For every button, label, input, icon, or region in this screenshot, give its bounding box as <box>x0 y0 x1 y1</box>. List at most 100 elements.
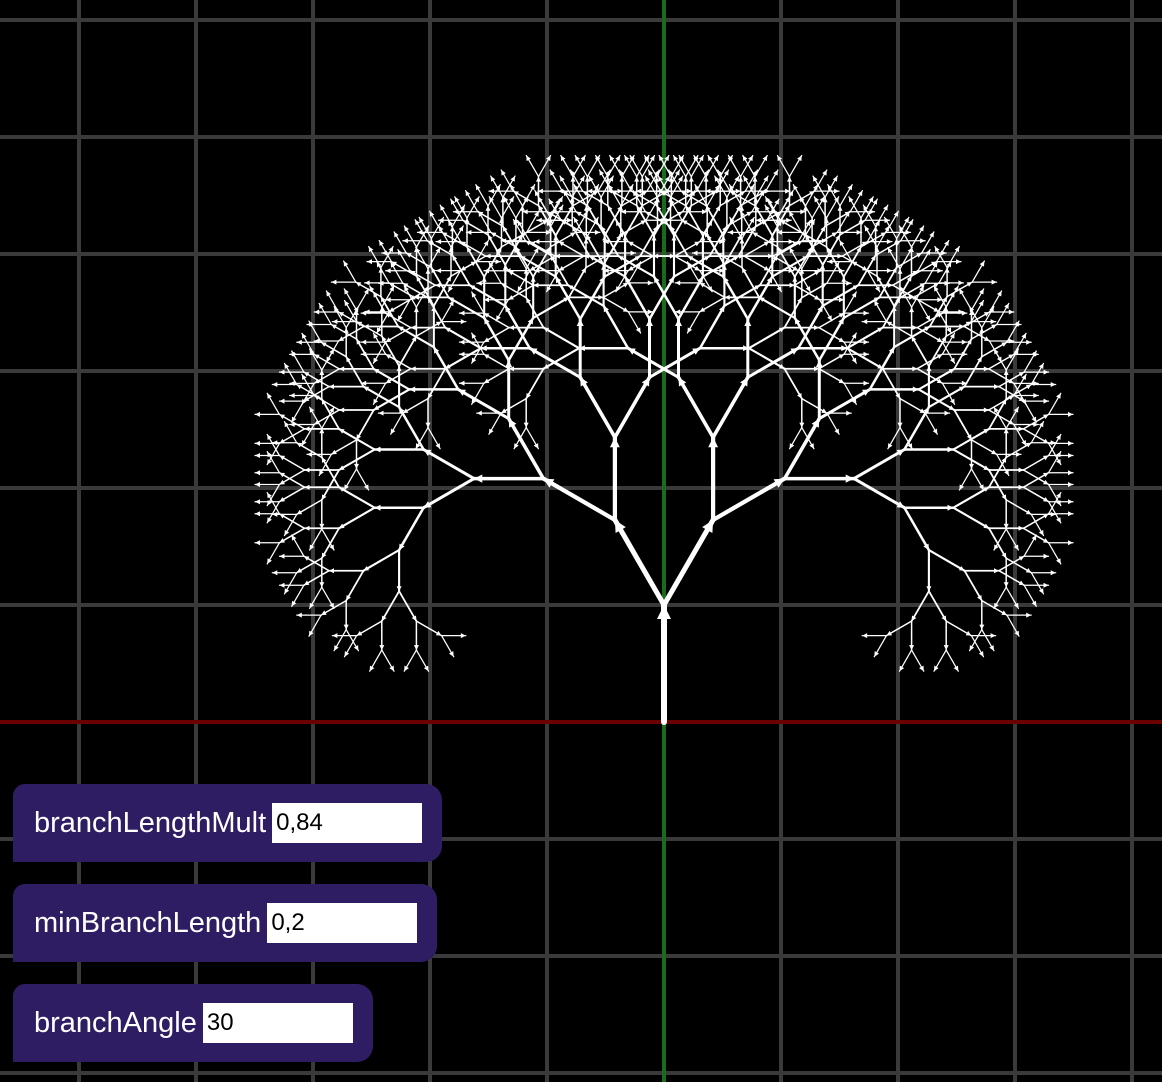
branch-arrowhead <box>373 292 379 298</box>
branch-arrowhead <box>428 297 433 304</box>
branch-arrowhead <box>385 297 391 303</box>
tree-branch <box>525 296 545 329</box>
branch-arrowhead <box>969 645 975 651</box>
branch-arrowhead <box>990 633 996 639</box>
branch-arrowhead <box>558 265 565 271</box>
tree-branch <box>953 409 973 441</box>
branch-arrowhead <box>694 241 700 247</box>
branch-arrowhead <box>977 356 982 363</box>
branch-arrowhead <box>326 290 331 297</box>
branch-arrowhead <box>550 255 556 261</box>
branch-arrowhead <box>466 229 472 235</box>
branch-arrowhead <box>448 297 455 302</box>
branch-arrowhead <box>1001 552 1007 559</box>
branch-arrowhead <box>459 205 465 211</box>
branch-angle-input[interactable] <box>202 1003 353 1043</box>
branch-arrowhead <box>391 261 397 267</box>
branch-arrowhead <box>267 459 272 465</box>
branch-arrowhead <box>912 325 918 331</box>
branch-arrowhead <box>344 484 349 490</box>
branch-arrowhead <box>381 336 387 342</box>
tree-branch <box>345 355 365 388</box>
branch-arrowhead <box>471 398 477 405</box>
branch-arrowhead <box>821 238 827 244</box>
branch-arrowhead <box>1001 399 1007 405</box>
branch-arrowhead <box>459 351 465 357</box>
branch-arrowhead <box>800 209 806 215</box>
tree-branch <box>444 347 482 370</box>
branch-arrowhead <box>576 211 582 217</box>
branch-arrowhead <box>279 369 285 375</box>
branch-arrowhead <box>668 197 673 203</box>
branch-arrowhead <box>334 645 339 651</box>
branch-arrowhead <box>892 267 897 274</box>
branch-arrowhead <box>546 229 551 235</box>
tree-branch <box>661 517 716 608</box>
branch-arrowhead <box>563 190 569 197</box>
branch-arrowhead <box>668 170 674 176</box>
branch-arrowhead <box>551 209 557 215</box>
branch-arrowhead <box>603 305 609 313</box>
branch-arrowhead <box>279 455 285 461</box>
branch-arrowhead <box>675 309 681 315</box>
branch-arrowhead <box>1043 538 1049 543</box>
tree-branch <box>821 284 860 307</box>
branch-arrowhead <box>744 319 752 326</box>
branch-arrowhead <box>797 297 802 304</box>
tree-branch <box>917 367 956 391</box>
branch-arrowhead <box>919 665 924 672</box>
branch-arrowhead <box>822 170 827 176</box>
branch-arrowhead <box>746 211 752 217</box>
tree-branch <box>741 266 761 299</box>
branch-arrowhead <box>792 276 798 282</box>
branch-arrowhead <box>932 262 938 268</box>
branch-arrowhead <box>363 324 369 329</box>
branch-arrowhead <box>851 261 858 267</box>
branch-arrowhead <box>787 176 792 182</box>
branch-arrowhead <box>714 184 720 191</box>
branch-arrowhead <box>523 422 529 428</box>
branch-arrowhead <box>1068 511 1073 517</box>
tree-branch <box>430 266 450 299</box>
branch-arrowhead <box>888 347 895 354</box>
branch-arrowhead <box>304 467 310 473</box>
branch-arrowhead <box>628 348 636 355</box>
branch-arrowhead <box>409 386 416 393</box>
branch-arrowhead <box>339 523 345 529</box>
branch-arrowhead <box>990 319 996 325</box>
branch-arrowhead <box>579 176 585 182</box>
branch-arrowhead <box>608 176 614 182</box>
min-branch-length-panel: minBranchLength <box>13 884 438 962</box>
branch-arrowhead <box>979 261 985 267</box>
branch-arrowhead <box>279 414 285 420</box>
branch-arrowhead <box>919 283 926 288</box>
branch-arrowhead <box>508 295 514 300</box>
branch-arrowhead <box>279 438 285 444</box>
branch-arrowhead <box>702 209 707 215</box>
branch-arrowhead <box>717 176 723 182</box>
min-branch-length-input[interactable] <box>267 903 418 943</box>
branch-arrowhead <box>570 232 576 238</box>
branch-arrowhead <box>953 286 959 292</box>
branch-arrowhead <box>941 615 947 622</box>
branch-arrowhead <box>846 280 852 286</box>
branch-arrowhead <box>513 191 519 196</box>
branch-arrowhead <box>1001 494 1007 500</box>
branch-arrowhead <box>827 184 833 191</box>
branch-arrowhead <box>452 255 458 261</box>
branch-arrowhead <box>958 280 964 286</box>
tree-branch <box>963 355 983 388</box>
branch-arrowhead <box>1008 309 1014 315</box>
branch-length-mult-input[interactable] <box>272 803 423 843</box>
branch-arrowhead <box>354 310 359 315</box>
branch-arrowhead <box>989 645 994 651</box>
tree-branch <box>706 233 726 266</box>
branch-arrowhead <box>343 261 349 267</box>
tree-branch <box>588 255 627 278</box>
branch-arrowhead <box>857 190 863 197</box>
branch-arrowhead <box>533 443 539 449</box>
branch-arrowhead <box>966 282 973 287</box>
branch-arrowhead <box>353 645 359 651</box>
tree-branch <box>852 477 906 510</box>
